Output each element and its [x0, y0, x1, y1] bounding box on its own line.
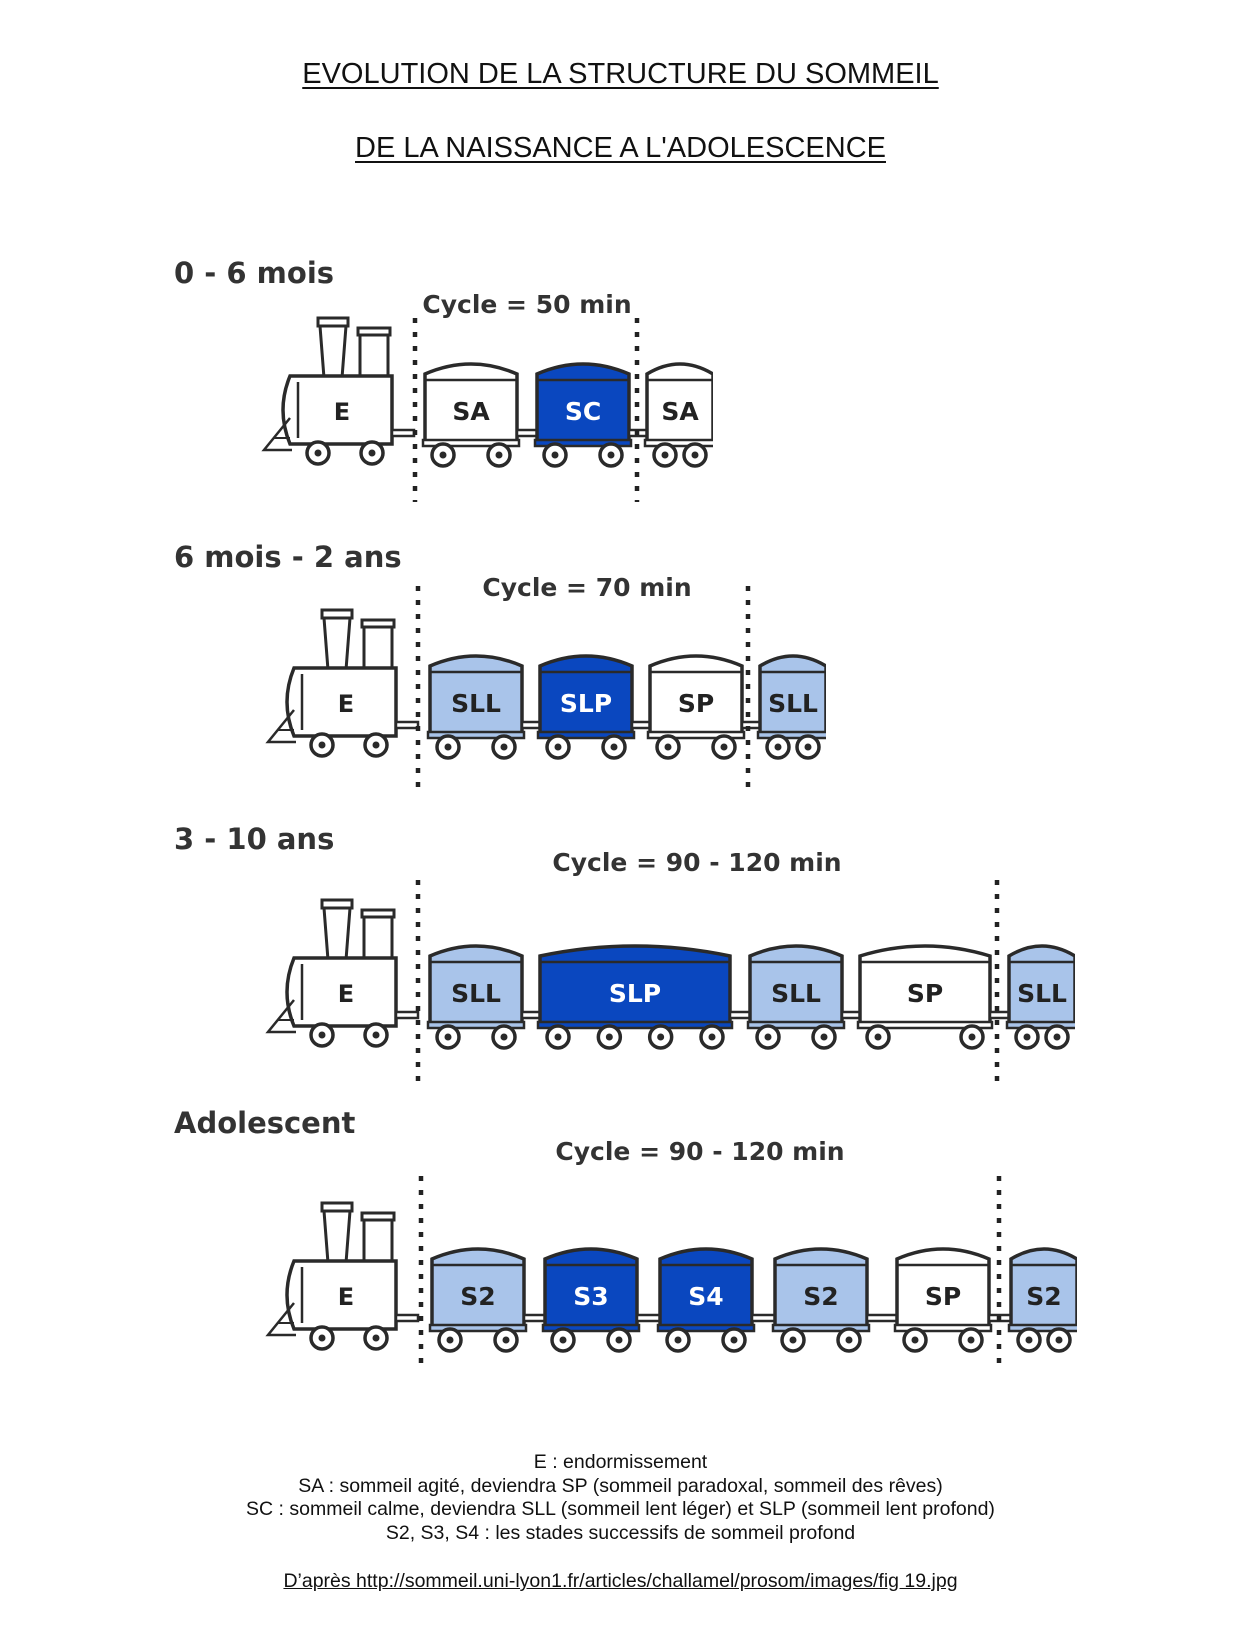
- wagon-sa: SA: [643, 362, 713, 468]
- section-label-0-6-mois: 0 - 6 mois: [174, 256, 335, 290]
- wagon-label: SC: [565, 397, 601, 426]
- wagon-label: SLL: [768, 689, 818, 718]
- title-line-1: EVOLUTION DE LA STRUCTURE DU SOMMEIL: [302, 58, 939, 90]
- wagon-label: SLL: [451, 979, 501, 1008]
- wagon-label: SA: [661, 397, 699, 426]
- wagon-sa: SA: [421, 362, 521, 468]
- wagon-label: SP: [907, 979, 943, 1008]
- wagon-sc: SC: [533, 362, 633, 468]
- engine-label: E: [338, 690, 354, 718]
- wagon-label: SLL: [451, 689, 501, 718]
- train-3: E S2 S3 S4 S2 SP S2: [265, 1176, 1077, 1368]
- engine-label: E: [338, 980, 354, 1008]
- wagon-label: SLP: [609, 979, 661, 1008]
- source-credit: D’après http://sommeil.uni-lyon1.fr/arti…: [283, 1570, 958, 1592]
- section-label-6-mois-2-ans: 6 mois - 2 ans: [174, 540, 402, 574]
- wagon-sll: SLL: [756, 654, 826, 760]
- wagon-s3: S3: [541, 1247, 641, 1353]
- wagon-sll: SLL: [746, 944, 846, 1050]
- wagon-label: S4: [688, 1282, 723, 1311]
- wagon-label: SP: [925, 1282, 961, 1311]
- wagon-label: S3: [573, 1282, 608, 1311]
- wagon-sll: SLL: [1005, 944, 1075, 1050]
- wagon-slp: SLP: [536, 944, 734, 1050]
- legend: E : endormissement SA : sommeil agité, d…: [0, 1451, 1241, 1545]
- train-2: E SLL SLP SLL SP SLL: [265, 880, 1075, 1088]
- wagon-s2: S2: [428, 1247, 528, 1353]
- wagon-sp: SP: [856, 944, 994, 1050]
- wagon-label: S2: [1026, 1282, 1061, 1311]
- legend-line-sc: SC : sommeil calme, deviendra SLL (somme…: [246, 1498, 995, 1520]
- cycle-label-adolescent: Cycle = 90 - 120 min: [555, 1137, 845, 1166]
- wagon-label: S2: [460, 1282, 495, 1311]
- title-line-2: DE LA NAISSANCE A L'ADOLESCENCE: [355, 132, 886, 164]
- section-label-3-10-ans: 3 - 10 ans: [174, 822, 335, 856]
- wagon-s2: S2: [771, 1247, 871, 1353]
- section-label-adolescent: Adolescent: [174, 1106, 356, 1140]
- wagon-label: SLL: [771, 979, 821, 1008]
- legend-line-stages: S2, S3, S4 : les stades successifs de so…: [385, 1521, 856, 1544]
- wagon-label: SP: [678, 689, 714, 718]
- wagon-label: SLL: [1017, 979, 1067, 1008]
- wagon-sp: SP: [893, 1247, 993, 1353]
- cycle-label-6-mois-2-ans: Cycle = 70 min: [482, 573, 692, 602]
- train-1: E SLL SLP SP SLL: [265, 586, 826, 794]
- legend-line-sa: SA : sommeil agité, deviendra SP (sommei…: [298, 1474, 943, 1497]
- wagon-label: SLP: [560, 689, 612, 718]
- engine-label: E: [334, 398, 350, 426]
- wagon-label: S2: [803, 1282, 838, 1311]
- wagon-sll: SLL: [426, 654, 526, 760]
- train-0: E SA SC SA: [261, 316, 713, 502]
- cycle-label-3-10-ans: Cycle = 90 - 120 min: [552, 848, 842, 877]
- legend-line-e: E : endormissement: [533, 1451, 708, 1473]
- wagon-s2: S2: [1007, 1247, 1077, 1353]
- wagon-sll: SLL: [426, 944, 526, 1050]
- wagon-s4: S4: [656, 1247, 756, 1353]
- cycle-label-0-6-mois: Cycle = 50 min: [422, 290, 632, 319]
- wagon-slp: SLP: [536, 654, 636, 760]
- wagon-sp: SP: [646, 654, 746, 760]
- engine-label: E: [338, 1283, 354, 1311]
- wagon-label: SA: [452, 397, 490, 426]
